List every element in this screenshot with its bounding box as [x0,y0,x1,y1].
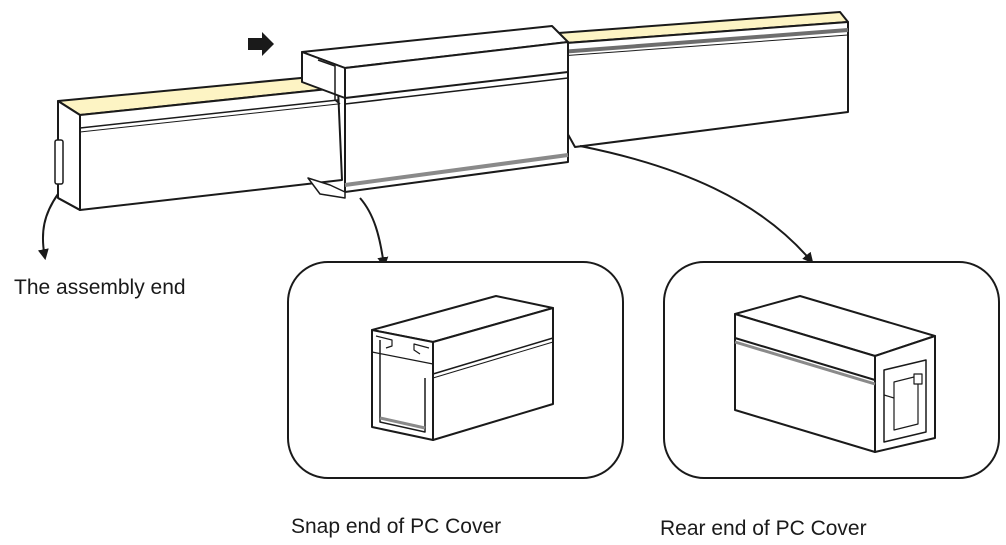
rear-profile [544,11,849,148]
assembly-end-profile [54,75,343,211]
assembly-end-leader-arrow [37,193,59,261]
rear-end-label: Rear end of PC Cover [660,517,867,540]
assembly-end-label: The assembly end [14,276,186,299]
snap-end-detail-panel [287,261,624,479]
snap-end-label: Snap end of PC Cover [291,515,502,538]
pc-cover [301,25,569,199]
rear-end-leader-arrow [579,145,814,264]
snap-end-cover-drawing [371,295,554,441]
rear-end-cover-drawing [734,295,936,453]
rear-end-detail-panel [663,261,1000,479]
snap-end-leader-arrow [359,197,389,269]
arrow-right-icon [248,32,274,56]
